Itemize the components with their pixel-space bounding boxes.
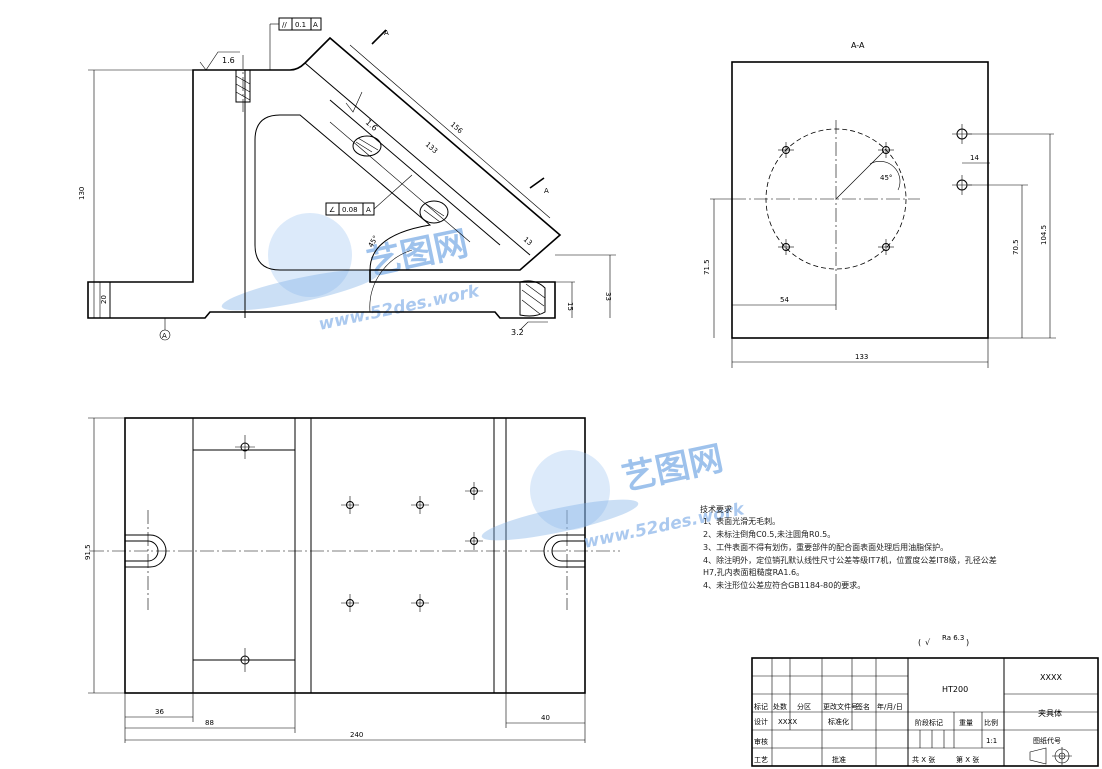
tech-item-3: 3、工件表面不得有划伤，重要部件的配合面表面处理后用油脂保护。 — [703, 542, 948, 552]
title-block: 标记 处数 分区 更改文件号 签名 年/月/日 设计 XXXX 标准化 审核 工… — [751, 657, 1099, 767]
dim-section-right-a: 70.5 — [1012, 239, 1020, 255]
dim-section-width: 133 — [855, 353, 868, 361]
watermark-logo-top: 艺图网 www.52des.work — [221, 213, 483, 335]
top-view: 91.5 36 88 40 240 — [84, 417, 620, 743]
watermark-brand-2: 艺图网 — [619, 438, 727, 498]
tb-company: XXXX — [1040, 673, 1062, 682]
svg-text:): ) — [966, 638, 969, 647]
tb-weight: 重量 — [959, 719, 973, 727]
tech-item-1: 1、表面光滑无毛刺。 — [703, 516, 780, 526]
dim-top-height: 91.5 — [84, 544, 92, 560]
svg-text:A: A — [313, 21, 318, 29]
svg-text:A: A — [366, 206, 371, 214]
section-plate — [731, 61, 989, 339]
dim-section-right-b: 104.5 — [1040, 225, 1048, 245]
dim-top-40: 40 — [541, 714, 550, 722]
tolerance-frame-angular: ∠ 0.08 A — [325, 174, 413, 216]
dim-diagonal-133: 133 — [424, 140, 439, 155]
dim-diagonal-156: 156 — [449, 120, 465, 135]
tb-design: 设计 — [754, 717, 768, 726]
front-view-outline — [87, 36, 562, 319]
watermark-brand: 艺图网 — [364, 223, 472, 283]
svg-text:√: √ — [925, 638, 931, 647]
tolerance-frame-parallel: // 0.1 A — [269, 17, 322, 70]
dim-base-right-33: 33 — [604, 292, 612, 301]
tb-designer: XXXX — [778, 718, 797, 726]
svg-text:0.08: 0.08 — [342, 206, 358, 214]
front-view-cavity — [254, 114, 432, 271]
tb-approve: 批准 — [832, 755, 846, 764]
tb-mark: 标记 — [754, 702, 768, 711]
tb-date: 年/月/日 — [877, 702, 903, 711]
tech-requirements: 技术要求 1、表面光滑无毛刺。 2、未标注倒角C0.5,未注圆角R0.5。 3、… — [700, 504, 997, 590]
svg-text://: // — [282, 21, 287, 29]
dim-diagonal-13: 13 — [522, 235, 534, 247]
dim-section-angle: 45° — [880, 174, 892, 182]
tb-stage: 阶段标记 — [915, 718, 943, 727]
tb-sign: 签名 — [856, 702, 870, 711]
dim-top-36: 36 — [155, 708, 164, 716]
general-roughness: ( √ Ra 6.3 ) — [918, 634, 969, 647]
dim-section-posx: 54 — [780, 296, 789, 304]
dim-section-hole-offset: 14 — [970, 154, 979, 162]
roughness-bottom: 3.2 — [511, 328, 524, 337]
svg-text:0.1: 0.1 — [295, 21, 306, 29]
section-mark-top: A — [384, 29, 389, 37]
tb-material: HT200 — [942, 685, 968, 694]
dim-slot-15: 15 — [566, 302, 574, 311]
tb-total-sheets: 共 X 张 — [912, 755, 935, 764]
svg-text:(: ( — [918, 638, 921, 647]
tb-standardize: 标准化 — [828, 717, 849, 726]
roughness-value: Ra 6.3 — [942, 634, 964, 642]
section-view-a-a: A-A 45° 71.5 133 54 14 70.5 — [703, 41, 1056, 368]
tb-drawing-no: 图纸代号 — [1033, 736, 1061, 745]
front-view: 130 20 33 15 156 133 13 45° 1.6 1.6 3.2 … — [78, 17, 616, 341]
tb-scale-label: 比例 — [984, 718, 998, 727]
tb-sheet-no: 第 X 张 — [956, 755, 979, 764]
tb-change-doc: 更改文件号 — [823, 702, 858, 711]
tb-zone: 分区 — [797, 702, 811, 711]
section-title: A-A — [851, 41, 865, 50]
datum-label: A — [162, 332, 167, 340]
tech-requirements-title: 技术要求 — [700, 504, 732, 514]
section-mark-bottom: A — [544, 187, 549, 195]
dim-height-130: 130 — [78, 187, 86, 200]
top-view-holes — [235, 435, 483, 672]
dim-top-240: 240 — [350, 731, 363, 739]
roughness-top: 1.6 — [222, 56, 235, 65]
tech-item-2: 2、未标注倒角C0.5,未注圆角R0.5。 — [703, 529, 835, 539]
dim-section-left: 71.5 — [703, 259, 711, 275]
tb-scale: 1:1 — [986, 737, 997, 745]
tech-item-4: 4、除注明外，定位销孔默认线性尺寸公差等级IT7机，位置度公差IT8级，孔径公差 — [703, 555, 997, 565]
dim-top-88: 88 — [205, 719, 214, 727]
svg-text:∠: ∠ — [329, 206, 335, 214]
projection-symbol — [1029, 747, 1072, 765]
tech-item-6: 4、未注形位公差应符合GB1184-80的要求。 — [703, 580, 865, 590]
section-holes — [778, 124, 972, 255]
top-view-outline — [124, 417, 586, 694]
tb-process: 工艺 — [754, 756, 768, 764]
tech-item-5: H7,孔内表面粗糙度RA1.6。 — [703, 567, 804, 577]
dim-base-left-20: 20 — [100, 295, 108, 304]
tb-count: 处数 — [773, 702, 787, 711]
tb-review: 审核 — [754, 737, 768, 746]
tb-part-name: 夹具体 — [1038, 708, 1062, 718]
